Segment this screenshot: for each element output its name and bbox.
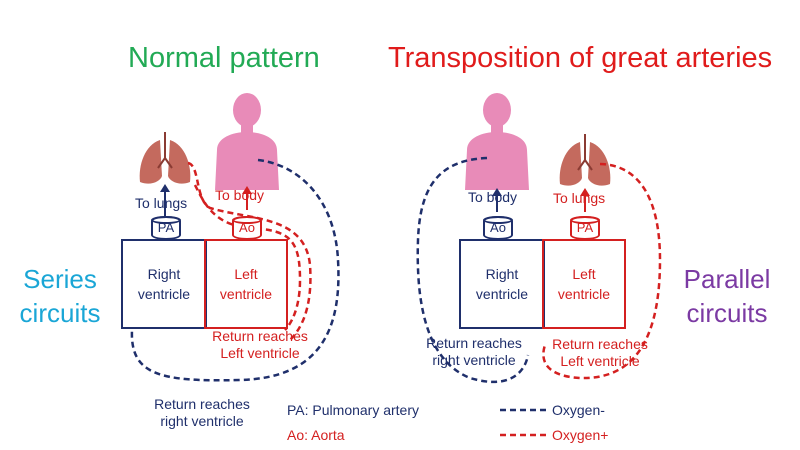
oxygen-plus-path-2 [193, 184, 302, 331]
ventricle-label: ventricle [557, 286, 611, 302]
oxygen-plus-path [187, 161, 312, 341]
ventricle-label: Right [147, 266, 181, 282]
left-ventricle-box: Left ventricle [542, 239, 626, 329]
return-label-line1: Return reaches [552, 336, 648, 352]
ventricle-label: ventricle [475, 286, 529, 302]
left-title: Normal pattern [128, 42, 320, 74]
to-lungs-label: To lungs [553, 190, 606, 206]
lungs-icon [559, 134, 611, 186]
return-left-ventricle-label: Return reaches Left ventricle [204, 328, 316, 362]
ventricle-label: Left [234, 266, 258, 282]
pulmonary-artery-vessel: PA [570, 216, 600, 240]
return-right-ventricle-label: Return reaches right ventricle [412, 335, 536, 369]
right-ventricle-box: Right ventricle [459, 239, 545, 329]
oxygen-minus-path [416, 156, 530, 384]
human-body-icon [215, 93, 279, 190]
legend-oxygen-plus: Oxygen+ [552, 427, 609, 443]
return-label-line1: Return reaches [154, 396, 250, 412]
side-label-line2: circuits [686, 298, 768, 328]
return-label-line1: Return reaches [426, 335, 522, 351]
legend-pa: PA: Pulmonary artery [287, 402, 420, 418]
return-label-line2: Left ventricle [220, 345, 300, 361]
ventricle-label: ventricle [219, 286, 273, 302]
left-ventricle-box: Left ventricle [204, 239, 288, 329]
aorta-vessel: Ao [483, 216, 513, 240]
return-label-line2: right ventricle [432, 352, 516, 368]
side-label-line1: Parallel [683, 264, 771, 294]
parallel-circuits-label: Parallel circuits [672, 262, 782, 330]
return-left-ventricle-label: Return reaches Left ventricle [542, 336, 658, 370]
side-label-line2: circuits [19, 298, 101, 328]
return-label-line1: Return reaches [212, 328, 308, 344]
return-label-line2: Left ventricle [560, 353, 640, 369]
pulmonary-artery-vessel: PA [151, 216, 181, 240]
right-ventricle-box: Right ventricle [121, 239, 207, 329]
aorta-vessel: Ao [232, 216, 262, 240]
ventricle-label: Right [485, 266, 519, 282]
return-right-ventricle-label: Return reaches right ventricle [140, 396, 264, 430]
ventricle-label: ventricle [137, 286, 191, 302]
right-title: Transposition of great arteries [388, 42, 773, 74]
legend-oxygen-minus: Oxygen- [552, 402, 605, 418]
oxygen-plus-path [542, 162, 662, 380]
to-lungs-label: To lungs [135, 195, 188, 211]
legend-ao: Ao: Aorta [287, 427, 345, 443]
lungs-icon [139, 132, 191, 184]
human-body-icon [465, 93, 529, 190]
series-circuits-label: Series circuits [10, 262, 110, 330]
return-label-line2: right ventricle [160, 413, 244, 429]
side-label-line1: Series [23, 264, 97, 294]
oxygen-minus-path [130, 158, 340, 382]
ventricle-label: Left [572, 266, 596, 282]
to-body-label: To body [215, 187, 265, 203]
to-body-label: To body [468, 189, 518, 205]
